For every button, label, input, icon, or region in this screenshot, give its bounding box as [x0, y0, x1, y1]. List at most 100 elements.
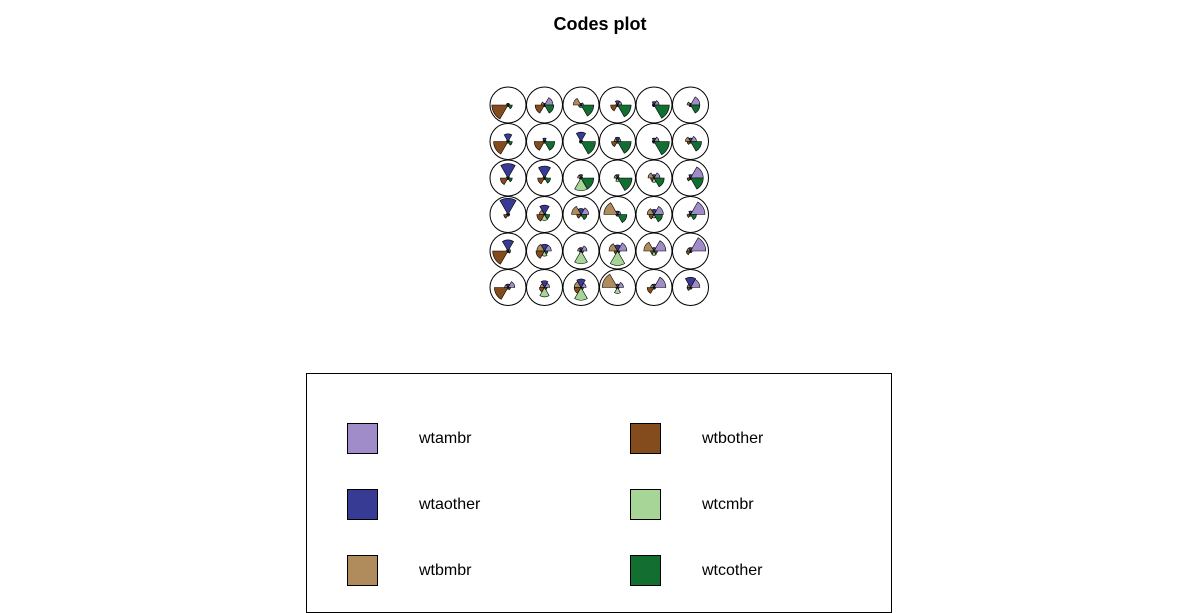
segment-wtbother	[494, 287, 509, 300]
segment-wtbmbr	[571, 205, 582, 215]
som-unit-1-1	[489, 86, 527, 124]
segment-wtaother	[499, 198, 517, 216]
segment-wtbother	[686, 214, 692, 218]
segment-wtbother	[686, 287, 692, 291]
segment-wtbother	[503, 214, 509, 219]
som-unit-2-4	[599, 123, 636, 160]
segment-wtcother	[689, 104, 701, 114]
segment-wtbmbr	[573, 97, 582, 106]
som-unit-6-5	[635, 269, 673, 306]
segment-wtcother	[689, 141, 702, 152]
segment-wtcmbr	[541, 213, 548, 221]
legend-swatch	[347, 489, 378, 520]
segment-wtcother	[543, 250, 549, 255]
som-unit-5-1	[489, 232, 527, 270]
segment-wtambr	[580, 207, 589, 215]
segment-wtambr	[689, 237, 707, 252]
som-unit-6-1	[489, 269, 527, 306]
segment-wtaother	[575, 131, 587, 143]
segment-wtaother	[502, 239, 514, 252]
segment-wtcother	[616, 177, 633, 191]
segment-wtcother	[507, 104, 513, 110]
segment-wtcmbr	[651, 250, 657, 256]
segment-wtaother	[503, 133, 513, 143]
segment-wtambr	[616, 242, 628, 252]
som-unit-2-1	[489, 123, 527, 160]
segment-wtambr	[653, 205, 664, 215]
chart-title: Codes plot	[553, 14, 647, 34]
segment-wtbother	[686, 177, 692, 182]
legend-label: wtbmbr	[419, 562, 472, 579]
segment-wtaother	[500, 163, 516, 179]
legend-swatch	[630, 489, 661, 520]
som-unit-3-6	[672, 159, 709, 197]
segment-wtaother	[538, 165, 551, 179]
som-unit-2-6	[672, 123, 709, 160]
segment-wtcother	[543, 287, 548, 291]
legend-label: wtcmbr	[702, 496, 754, 513]
segment-wtaother	[651, 137, 657, 143]
segment-wtbother	[491, 104, 509, 120]
legend-label: wtcother	[702, 562, 763, 579]
segment-wtcother	[689, 250, 693, 253]
segment-wtbother	[535, 250, 546, 259]
segment-wtcother	[580, 141, 596, 155]
legend-swatch	[347, 423, 378, 454]
segment-wtaother	[651, 101, 657, 106]
segment-wtaother	[684, 277, 697, 289]
segment-wtbother	[611, 141, 619, 148]
segment-wtcother	[653, 177, 665, 188]
segment-wtaother	[614, 100, 621, 106]
segment-wtbother	[492, 250, 509, 265]
segment-wtcother	[653, 104, 670, 119]
segment-wtbmbr	[608, 243, 619, 252]
segment-wtcmbr	[614, 286, 621, 294]
segment-wtambr	[616, 281, 624, 288]
segment-wtaother	[576, 278, 586, 289]
som-unit-2-3	[562, 123, 600, 160]
segment-wtcmbr	[539, 286, 550, 298]
segment-wtambr	[653, 276, 667, 288]
som-unit-6-6	[672, 269, 709, 306]
som-unit-5-3	[562, 232, 600, 270]
segment-wtbmbr	[686, 101, 692, 106]
segment-wtcother	[653, 141, 670, 156]
som-unit-6-4	[599, 269, 636, 306]
legend-label: wtambr	[419, 430, 472, 447]
segment-wtbother	[646, 287, 655, 294]
segment-wtbother	[500, 177, 509, 186]
som-unit-1-6	[672, 86, 709, 124]
segment-wtambr	[507, 281, 516, 288]
som-unit-6-3	[562, 269, 600, 306]
segment-wtcother	[689, 214, 697, 221]
segment-wtbother	[493, 141, 509, 155]
som-unit-1-3	[562, 86, 600, 124]
som-unit-3-3	[562, 159, 600, 197]
segment-wtbother	[533, 141, 546, 151]
segment-wtbother	[685, 250, 692, 256]
som-unit-5-5	[635, 232, 673, 270]
segment-wtaother	[540, 280, 549, 289]
som-units-layer	[489, 86, 709, 306]
segment-wtbmbr	[577, 247, 582, 252]
som-unit-2-5	[635, 123, 673, 160]
segment-wtcmbr	[609, 250, 626, 266]
som-unit-5-4	[599, 232, 636, 270]
segment-wtambr	[653, 240, 667, 252]
segment-wtcother	[653, 250, 658, 255]
segment-wtaother	[539, 204, 550, 216]
som-unit-4-4	[599, 196, 636, 233]
segment-wtcother	[580, 287, 584, 291]
segment-wtcother	[580, 250, 584, 254]
segment-wtcother	[616, 250, 621, 254]
segment-wtbmbr	[601, 273, 619, 288]
segment-wtbother	[576, 214, 582, 219]
segment-wtbmbr	[646, 208, 655, 215]
som-unit-5-2	[526, 232, 563, 270]
segment-wtcother	[616, 141, 632, 154]
legend-swatch	[347, 555, 378, 586]
segment-wtbother	[537, 177, 546, 185]
segment-wtcmbr	[574, 250, 588, 264]
segment-wtcother	[507, 287, 511, 291]
